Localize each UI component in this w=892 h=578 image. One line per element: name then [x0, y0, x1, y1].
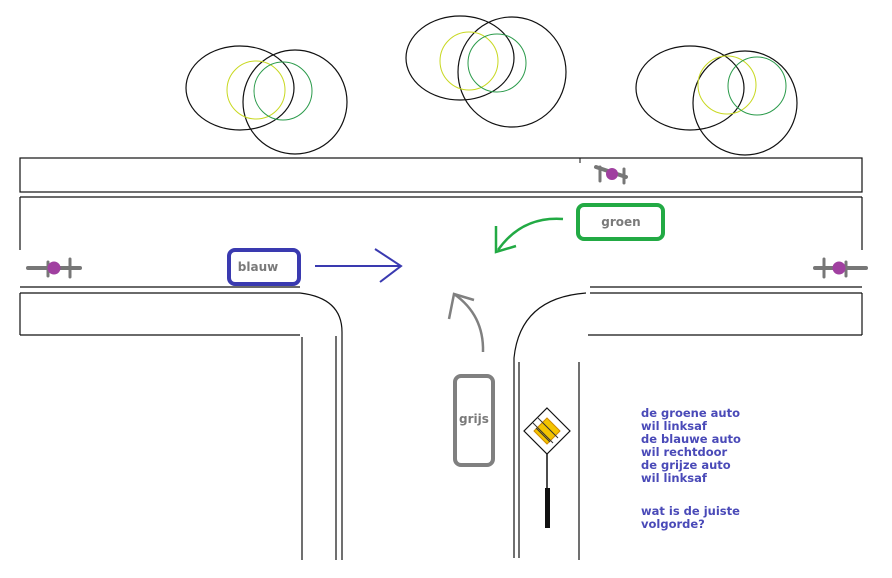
tree-middle [405, 15, 567, 128]
question-line: wat is de juiste [641, 504, 740, 518]
car-grey: grijs [453, 374, 495, 467]
cyclist-left [26, 257, 82, 279]
tree-right [635, 45, 798, 156]
arrow-blue-straight [315, 248, 403, 283]
priority-road-sign [523, 407, 571, 528]
info-line: wil linksaf [641, 471, 707, 485]
info-line: de blauwe auto [641, 432, 741, 446]
cycle-path-lower-right [513, 292, 863, 560]
info-line: wil rechtdoor [641, 445, 728, 459]
car-blue-label: blauw [238, 260, 278, 274]
question-text: de groene auto wil linksaf de blauwe aut… [641, 407, 741, 531]
main-road [19, 196, 863, 288]
car-blue: blauw [227, 248, 301, 286]
info-line: de groene auto [641, 406, 740, 420]
arrow-green-left [494, 217, 564, 254]
arrow-grey-left [447, 292, 485, 353]
question-line: volgorde? [641, 517, 705, 531]
cycle-path-lower-left [19, 292, 343, 560]
info-line: wil linksaf [641, 419, 707, 433]
cyclist-top [594, 165, 628, 185]
car-grey-label: grijs [459, 412, 489, 426]
info-line: de grijze auto [641, 458, 731, 472]
tree-left [185, 45, 348, 155]
cyclist-right [813, 257, 868, 279]
car-green-label: groen [601, 215, 640, 229]
car-green: groen [576, 203, 665, 241]
cycle-path-top [19, 157, 863, 193]
